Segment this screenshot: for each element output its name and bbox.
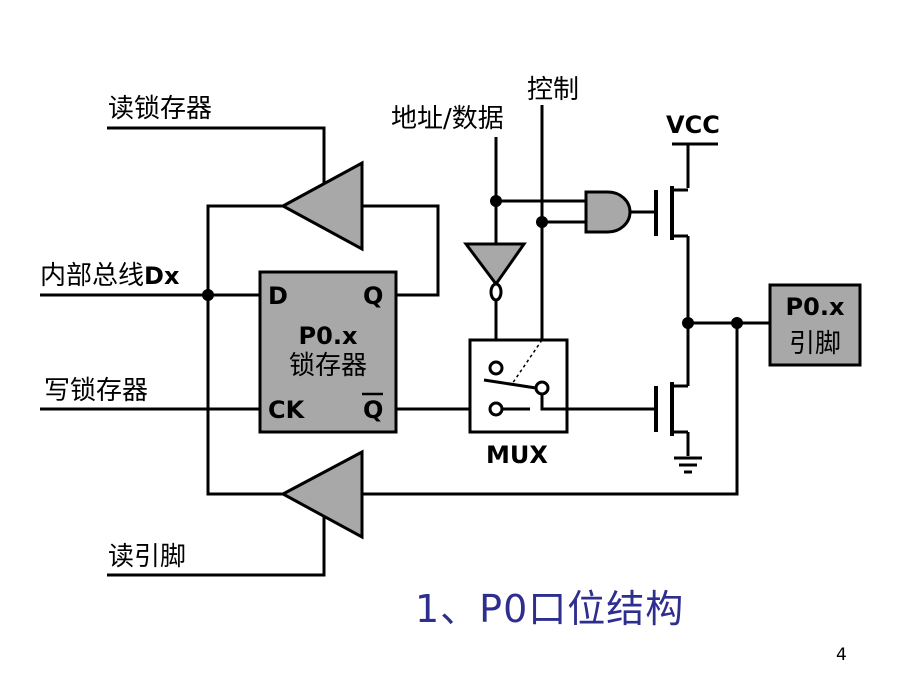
junction-dot: [536, 216, 548, 228]
page-number: 4: [836, 645, 847, 665]
control-label: 控制: [527, 75, 579, 105]
left-bus-wire: [206, 204, 283, 496]
read-pin-line: [107, 517, 326, 577]
latch-name: P0.x: [299, 322, 358, 350]
junction-dot: [202, 289, 214, 301]
latch-subtitle: 锁存器: [289, 351, 367, 381]
junctions: [202, 195, 743, 329]
inverter-bubble: [489, 282, 503, 302]
write-latch-label: 写锁存器: [44, 376, 148, 406]
mux-switch-arm: [483, 378, 537, 390]
upper-fet: [654, 186, 688, 240]
read-latch-buffer: [279, 160, 364, 252]
mux-contact-top: [488, 360, 504, 376]
junction-dot: [682, 317, 694, 329]
latch-ck-label: CK: [268, 396, 306, 424]
inverter: [463, 242, 527, 302]
vcc-label: VCC: [666, 111, 720, 139]
ground-icon: [674, 456, 702, 474]
pin-feedback-wire: [362, 323, 739, 496]
internal-bus-label: 内部总线Dx: [40, 261, 180, 291]
mux-output-wire: [540, 394, 567, 411]
mux: [468, 338, 569, 434]
junction-dot: [731, 317, 743, 329]
wires: [40, 105, 770, 577]
latch-box: [258, 270, 398, 434]
pin-box: [768, 283, 862, 367]
mux-contact-bottom: [488, 401, 504, 417]
mux-common-contact: [534, 380, 550, 396]
pin-subtitle: 引脚: [789, 329, 841, 359]
latch-q-label: Q: [363, 282, 383, 310]
read-latch-label: 读锁存器: [108, 94, 212, 124]
internal-bus-suffix: Dx: [144, 262, 180, 290]
latch-d-label: D: [268, 282, 288, 310]
read-pin-buffer: [279, 449, 364, 540]
pin-name: P0.x: [786, 293, 845, 321]
inverter-triangle: [463, 242, 527, 287]
internal-bus-text: 内部总线: [40, 261, 144, 291]
mux-label: MUX: [486, 441, 548, 469]
and-gate: [584, 190, 632, 234]
q-feedback-wire: [362, 204, 440, 297]
read-latch-line: [107, 126, 326, 183]
mux-control-link: [511, 339, 543, 385]
latch-qbar-label: Q: [363, 396, 383, 424]
lower-fet: [654, 382, 688, 436]
junction-dot: [490, 195, 502, 207]
slide-caption: 1、P0口位结构: [415, 587, 684, 631]
read-pin-label: 读引脚: [108, 542, 186, 572]
addr-data-label: 地址/数据: [391, 104, 504, 134]
